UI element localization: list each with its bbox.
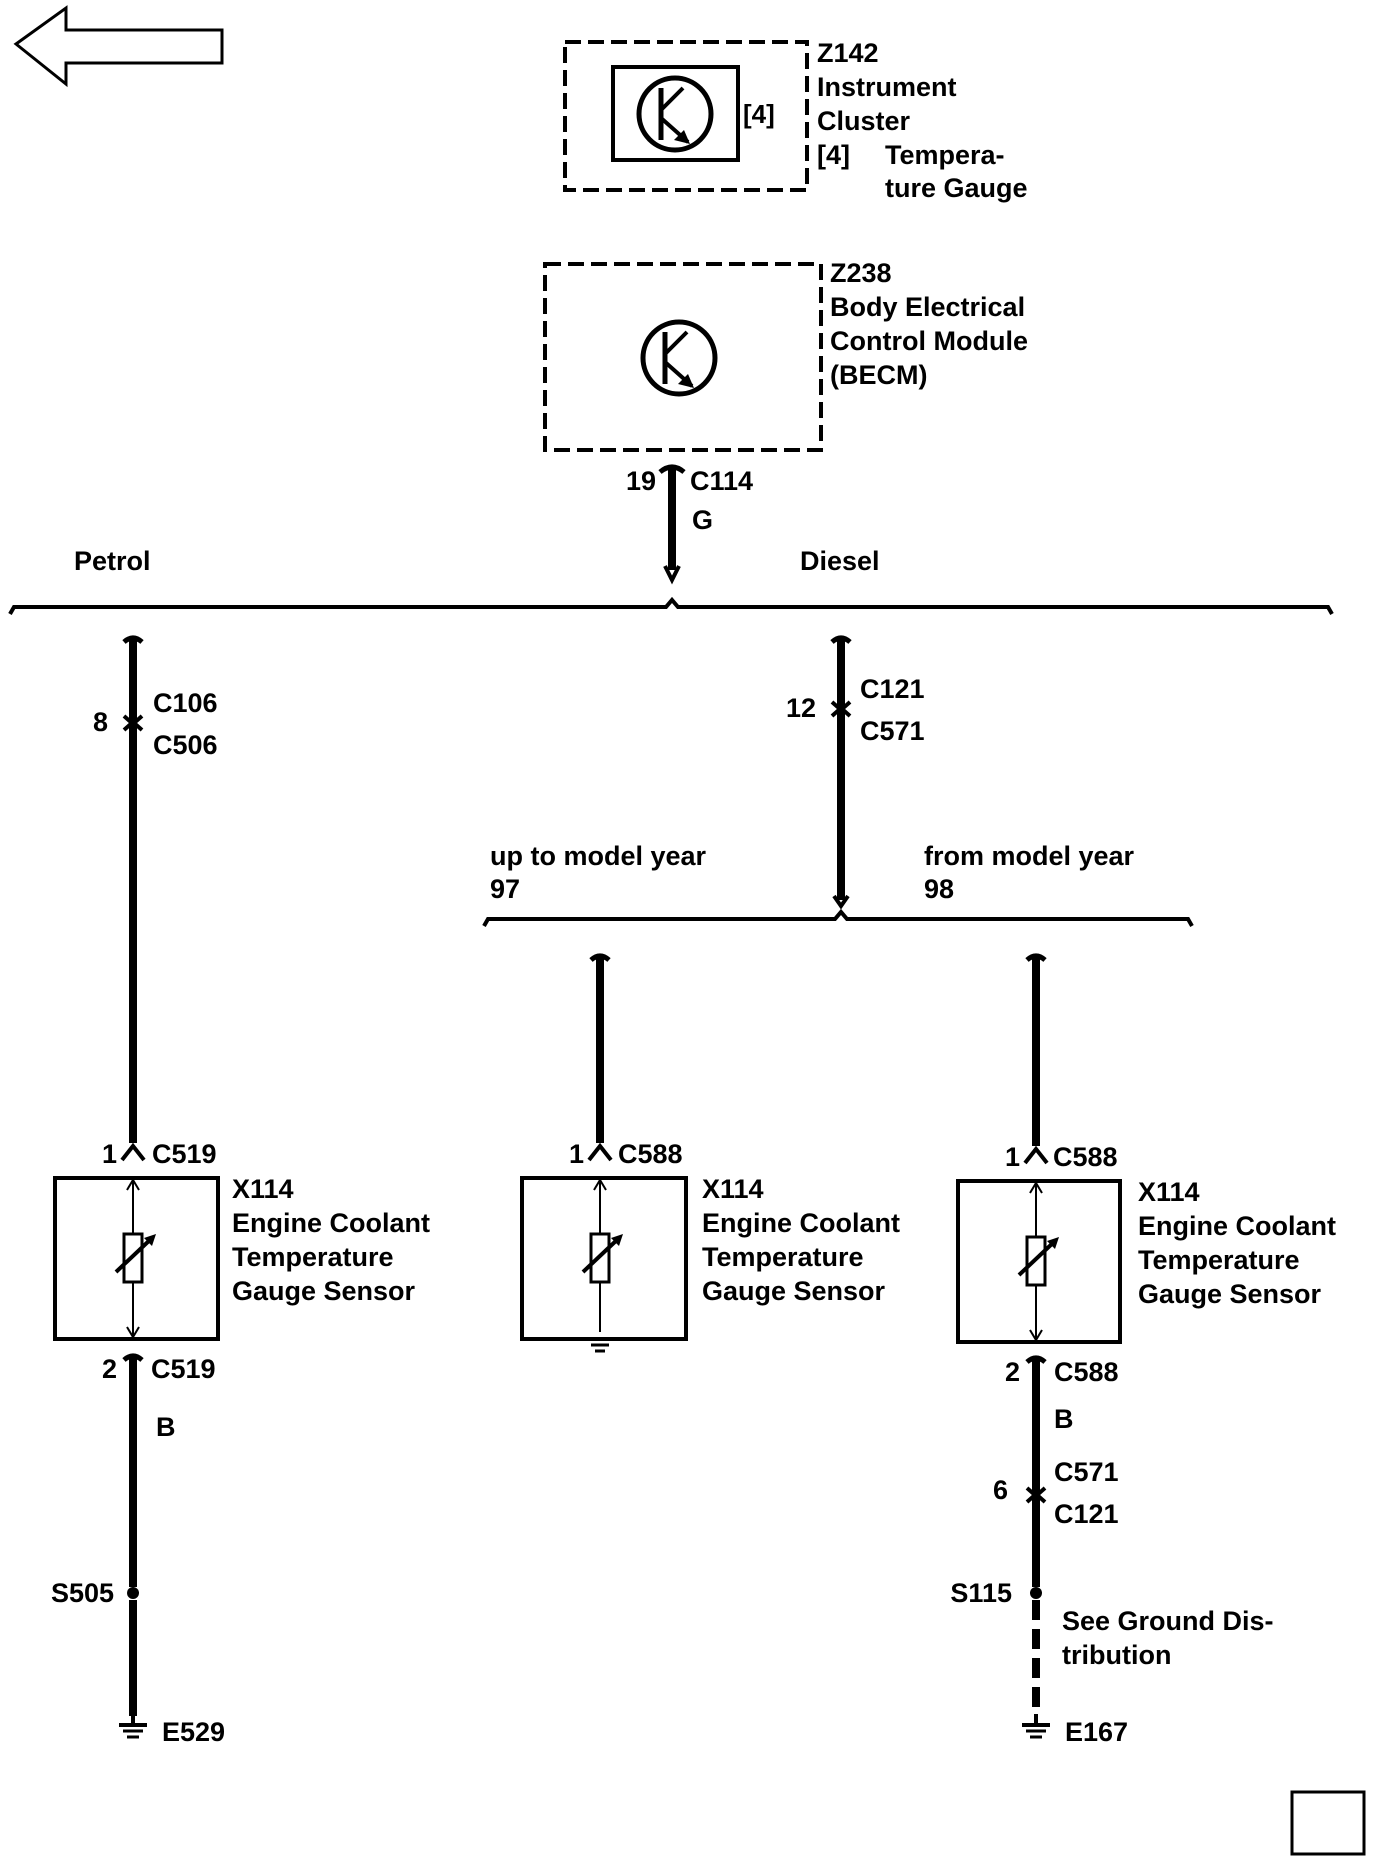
petrol-sensor-conn-top: C519 — [152, 1139, 217, 1169]
diesel98-sensor-conn-bottom: C588 — [1054, 1357, 1119, 1387]
becm-name-line2: Control Module — [830, 326, 1028, 356]
up-to-model-year-label: up to model year — [490, 841, 707, 871]
model-year-bracket — [482, 908, 1194, 927]
petrol-label: Petrol — [74, 546, 151, 576]
transistor-icon — [636, 75, 714, 153]
diesel97-sensor-line3: Gauge Sensor — [702, 1276, 886, 1306]
diesel98-sensor-line2: Temperature — [1138, 1245, 1300, 1275]
diesel98-splice: S115 — [950, 1578, 1012, 1608]
diesel98-sensor-conn-top: C588 — [1053, 1142, 1118, 1172]
becm-name-line3: (BECM) — [830, 360, 927, 390]
petrol-inline-pin: 8 — [93, 707, 108, 737]
diesel-inline-conn-b: C571 — [860, 716, 925, 746]
ground-icon — [588, 1337, 612, 1353]
petrol-sensor-pin-top: 1 — [102, 1139, 117, 1169]
diesel98-note-line2[interactable]: tribution — [1062, 1640, 1171, 1670]
up-to-model-year-value: 97 — [490, 874, 520, 904]
thermistor-icon — [581, 1232, 623, 1284]
petrol-inline-conn-b: C506 — [153, 730, 218, 760]
cluster-id: Z142 — [817, 38, 879, 68]
diesel97-sensor-line1: Engine Coolant — [702, 1208, 900, 1238]
diesel98-inline-conn-a: C571 — [1054, 1457, 1119, 1487]
petrol-sensor-conn-bottom: C519 — [151, 1354, 216, 1384]
diesel98-sensor — [956, 1179, 1122, 1344]
cluster-name-line2: Cluster — [817, 106, 911, 136]
diesel97-sensor-line2: Temperature — [702, 1242, 864, 1272]
cluster-pin-ref: [4] — [743, 99, 775, 129]
diesel97-sensor — [520, 1176, 688, 1353]
instrument-cluster-module: [4] — [563, 40, 809, 192]
petrol-sensor-pin-bottom: 2 — [102, 1354, 117, 1384]
cluster-name-line1: Instrument — [817, 72, 957, 102]
from-model-year-value: 98 — [924, 874, 954, 904]
becm-connector: C114 — [690, 466, 753, 496]
diesel98-wire-upper — [1023, 953, 1049, 1165]
diesel97-sensor-pin-top: 1 — [569, 1139, 584, 1169]
petrol-wire-color: B — [156, 1412, 176, 1442]
variant-bracket — [8, 596, 1334, 615]
cluster-legend-line2: ture Gauge — [885, 173, 1028, 203]
petrol-sensor-line3: Gauge Sensor — [232, 1276, 416, 1306]
page-box-icon[interactable] — [1290, 1790, 1366, 1856]
diesel98-inline-pin: 6 — [993, 1475, 1008, 1505]
diesel98-sensor-pin-top: 1 — [1005, 1142, 1020, 1172]
diesel-inline-pin: 12 — [786, 693, 816, 723]
thermistor-icon — [114, 1232, 156, 1284]
diesel-wire — [830, 635, 852, 910]
petrol-sensor-id: X114 — [232, 1174, 294, 1204]
cluster-legend-line1: Tempera- — [885, 140, 1005, 170]
becm-id: Z238 — [830, 258, 892, 288]
petrol-wire-upper — [120, 635, 146, 1162]
petrol-sensor — [53, 1176, 220, 1341]
petrol-splice: S505 — [51, 1578, 114, 1608]
diesel98-sensor-id: X114 — [1138, 1177, 1200, 1207]
diesel97-wire — [587, 953, 613, 1162]
petrol-inline-conn-a: C106 — [153, 688, 218, 718]
diesel98-wire-lower — [1022, 1355, 1050, 1739]
diesel-inline-conn-a: C121 — [860, 674, 925, 704]
diesel98-note-line1[interactable]: See Ground Dis- — [1062, 1606, 1274, 1636]
back-arrow-icon[interactable] — [13, 5, 224, 88]
petrol-ground: E529 — [162, 1717, 225, 1747]
petrol-sensor-line1: Engine Coolant — [232, 1208, 430, 1238]
petrol-wire-lower — [119, 1353, 147, 1739]
becm-wire-color: G — [692, 505, 713, 535]
diesel-label: Diesel — [800, 546, 880, 576]
becm-pin: 19 — [626, 466, 656, 496]
cluster-legend-ref: [4] — [817, 140, 850, 170]
diesel98-sensor-pin-bottom: 2 — [1005, 1357, 1020, 1387]
diesel98-sensor-line1: Engine Coolant — [1138, 1211, 1336, 1241]
from-model-year-label: from model year — [924, 841, 1135, 871]
ground-icon — [119, 1714, 147, 1739]
diesel97-sensor-id: X114 — [702, 1174, 764, 1204]
becm-module — [543, 262, 823, 452]
diesel98-ground: E167 — [1065, 1717, 1128, 1747]
becm-name-line1: Body Electrical — [830, 292, 1025, 322]
diesel98-wire-color: B — [1054, 1404, 1074, 1434]
petrol-sensor-line2: Temperature — [232, 1242, 394, 1272]
diesel97-sensor-conn-top: C588 — [618, 1139, 683, 1169]
transistor-icon — [640, 319, 718, 397]
diesel98-inline-conn-b: C121 — [1054, 1499, 1119, 1529]
diesel98-sensor-line3: Gauge Sensor — [1138, 1279, 1322, 1309]
ground-icon — [1022, 1714, 1050, 1739]
thermistor-icon — [1017, 1235, 1059, 1287]
becm-output-wire — [658, 464, 686, 585]
